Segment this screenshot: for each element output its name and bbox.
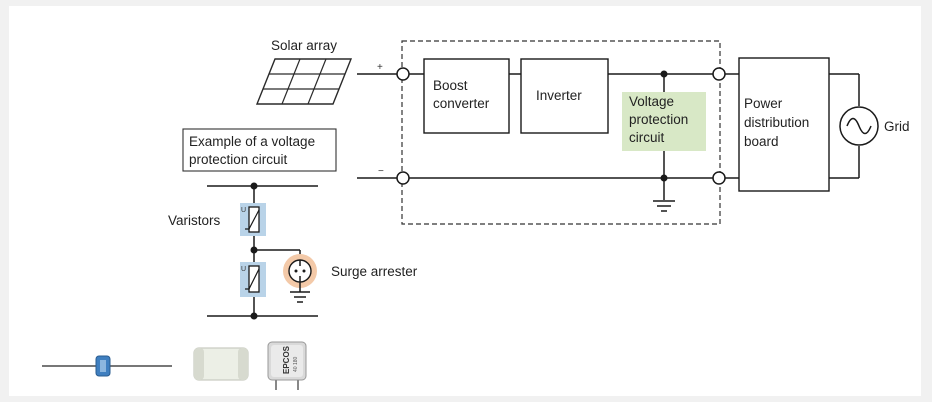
example-line2: protection circuit (189, 152, 288, 167)
smd-component-icon (193, 347, 249, 381)
vpc-line1: Voltage (629, 94, 674, 109)
varistor-u-mark: U (241, 266, 246, 273)
voltage-protection-block (622, 92, 706, 151)
grid-label: Grid (884, 119, 910, 134)
terminal-top-left (396, 67, 410, 81)
boost-line2: converter (433, 96, 490, 111)
ground-icon (290, 291, 310, 303)
inverter-enclosure (401, 40, 721, 225)
varistors-label: Varistors (168, 213, 221, 228)
power-distribution-board-box (738, 57, 830, 192)
ground-icon (653, 200, 675, 212)
varistor-u-mark: U (241, 207, 246, 214)
solar-array-label: Solar array (271, 38, 337, 53)
example-callout (182, 128, 337, 172)
minus-sign: − (378, 166, 384, 177)
boost-converter-box (423, 58, 510, 134)
example-line1: Example of a voltage (189, 134, 315, 149)
solar-panel-icon (255, 58, 353, 105)
junction-dot (660, 70, 668, 78)
varistor-top-icon: U (240, 203, 266, 236)
gas-discharge-tube-component-icon: EPCOS 40 180 (267, 341, 307, 390)
terminal-bottom-left (396, 171, 410, 185)
pdb-line2: distribution (744, 115, 809, 130)
inverter-box (520, 58, 609, 134)
epcos-text: EPCOS (282, 345, 291, 374)
vpc-line2: protection (629, 112, 688, 127)
grid-wiring (829, 73, 860, 179)
pdb-line1: Power (744, 96, 783, 111)
surge-arrester-label: Surge arrester (331, 264, 418, 279)
terminal-top-right (712, 67, 726, 81)
plus-sign: + (377, 62, 383, 73)
axial-varistor-component-icon (42, 355, 172, 377)
pdb-line3: board (744, 134, 779, 149)
terminal-bottom-right (712, 171, 726, 185)
junction-dot (660, 174, 668, 182)
boost-line1: Boost (433, 78, 468, 93)
epcos-sub-text: 40 180 (293, 356, 299, 372)
ac-source-icon (839, 106, 879, 146)
vpc-line3: circuit (629, 130, 665, 145)
inverter-label: Inverter (536, 88, 582, 103)
varistor-bottom-icon: U (240, 262, 266, 297)
